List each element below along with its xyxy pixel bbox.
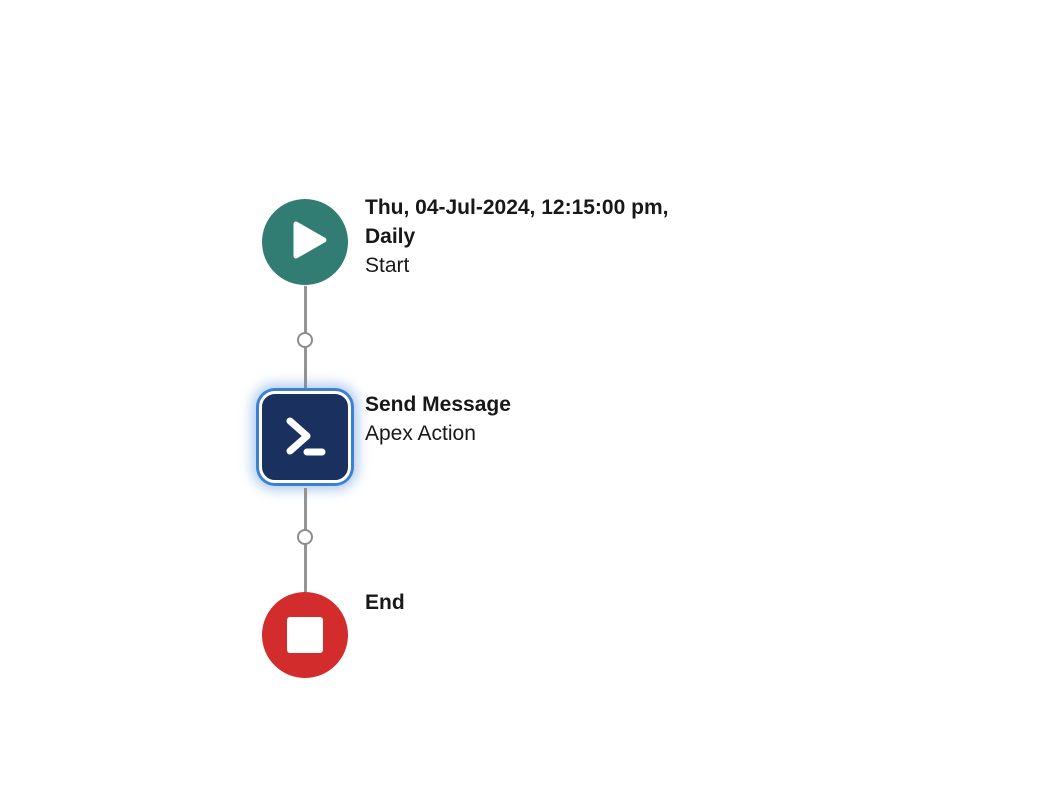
flow-node-send-message[interactable] [259, 391, 351, 483]
end-node-title: End [365, 591, 405, 614]
action-node-title: Send Message [365, 393, 511, 416]
add-element-button[interactable] [297, 529, 313, 545]
action-node-label: Send Message Apex Action [365, 390, 511, 448]
add-element-button[interactable] [297, 332, 313, 348]
end-node-label: End [365, 588, 405, 617]
flow-node-end[interactable] [262, 592, 348, 678]
action-node-type: Apex Action [365, 422, 476, 445]
start-node-label: Thu, 04-Jul-2024, 12:15:00 pm, Daily Sta… [365, 193, 668, 280]
start-schedule-line2: Daily [365, 225, 416, 248]
play-icon [262, 197, 348, 288]
start-node-type: Start [365, 254, 410, 277]
start-schedule-line1: Thu, 04-Jul-2024, 12:15:00 pm, [365, 196, 669, 219]
flow-node-start[interactable] [262, 199, 348, 285]
connector-start-to-action [295, 286, 315, 390]
terminal-icon [278, 408, 332, 467]
connector-action-to-end [295, 488, 315, 592]
stop-icon [287, 617, 323, 653]
